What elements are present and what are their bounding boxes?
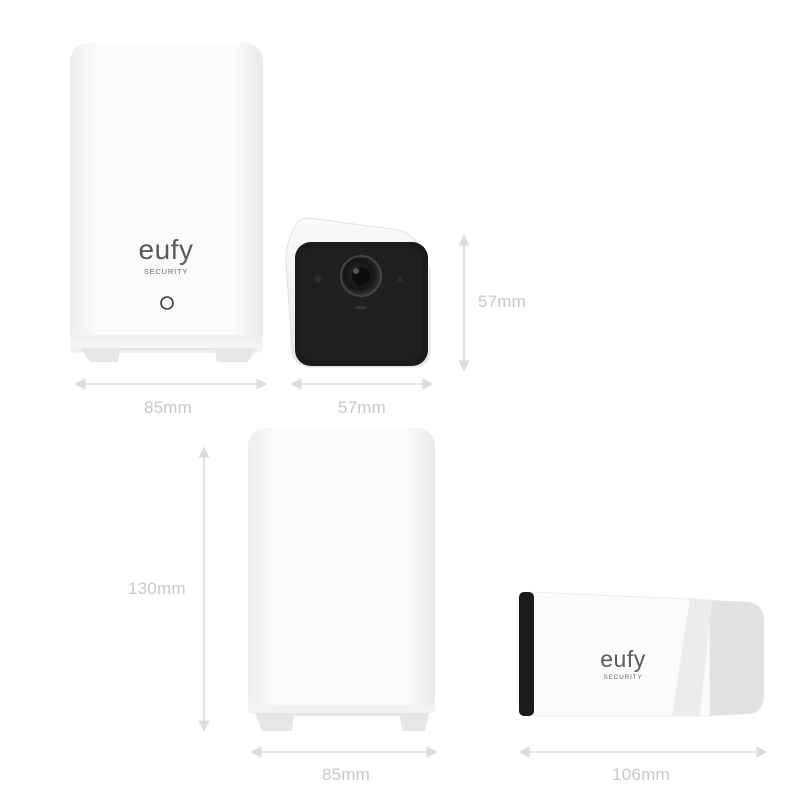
homebase-front-width-label: 85mm	[143, 398, 193, 417]
camera-side-brand: eufy	[600, 646, 646, 672]
homebase-brand: eufy	[138, 234, 194, 265]
status-light-icon	[160, 296, 174, 310]
homebase-sub-brand: SECURITY	[143, 267, 189, 276]
camera-front-height-label: 57mm	[478, 292, 527, 311]
homebase-side-width-label: 85mm	[321, 765, 371, 784]
ir-sensor-icon	[397, 276, 403, 282]
homebase-side	[248, 428, 435, 731]
homebase-logo: eufy SECURITY	[118, 234, 214, 277]
homebase-front	[70, 43, 263, 362]
camera-side-sub-brand: SECURITY	[603, 674, 643, 681]
camera-side-length-label: 106mm	[612, 765, 670, 784]
ir-sensor-icon	[314, 275, 322, 283]
camera-face-edge	[519, 592, 534, 716]
dimension-lines	[74, 234, 768, 758]
camera-side	[519, 591, 764, 717]
camera-front	[285, 217, 431, 368]
camera-front-width-label: 57mm	[337, 398, 387, 417]
homebase-side-height-label: 130mm	[128, 579, 186, 598]
camera-side-logo: eufy SECURITY	[578, 646, 668, 682]
